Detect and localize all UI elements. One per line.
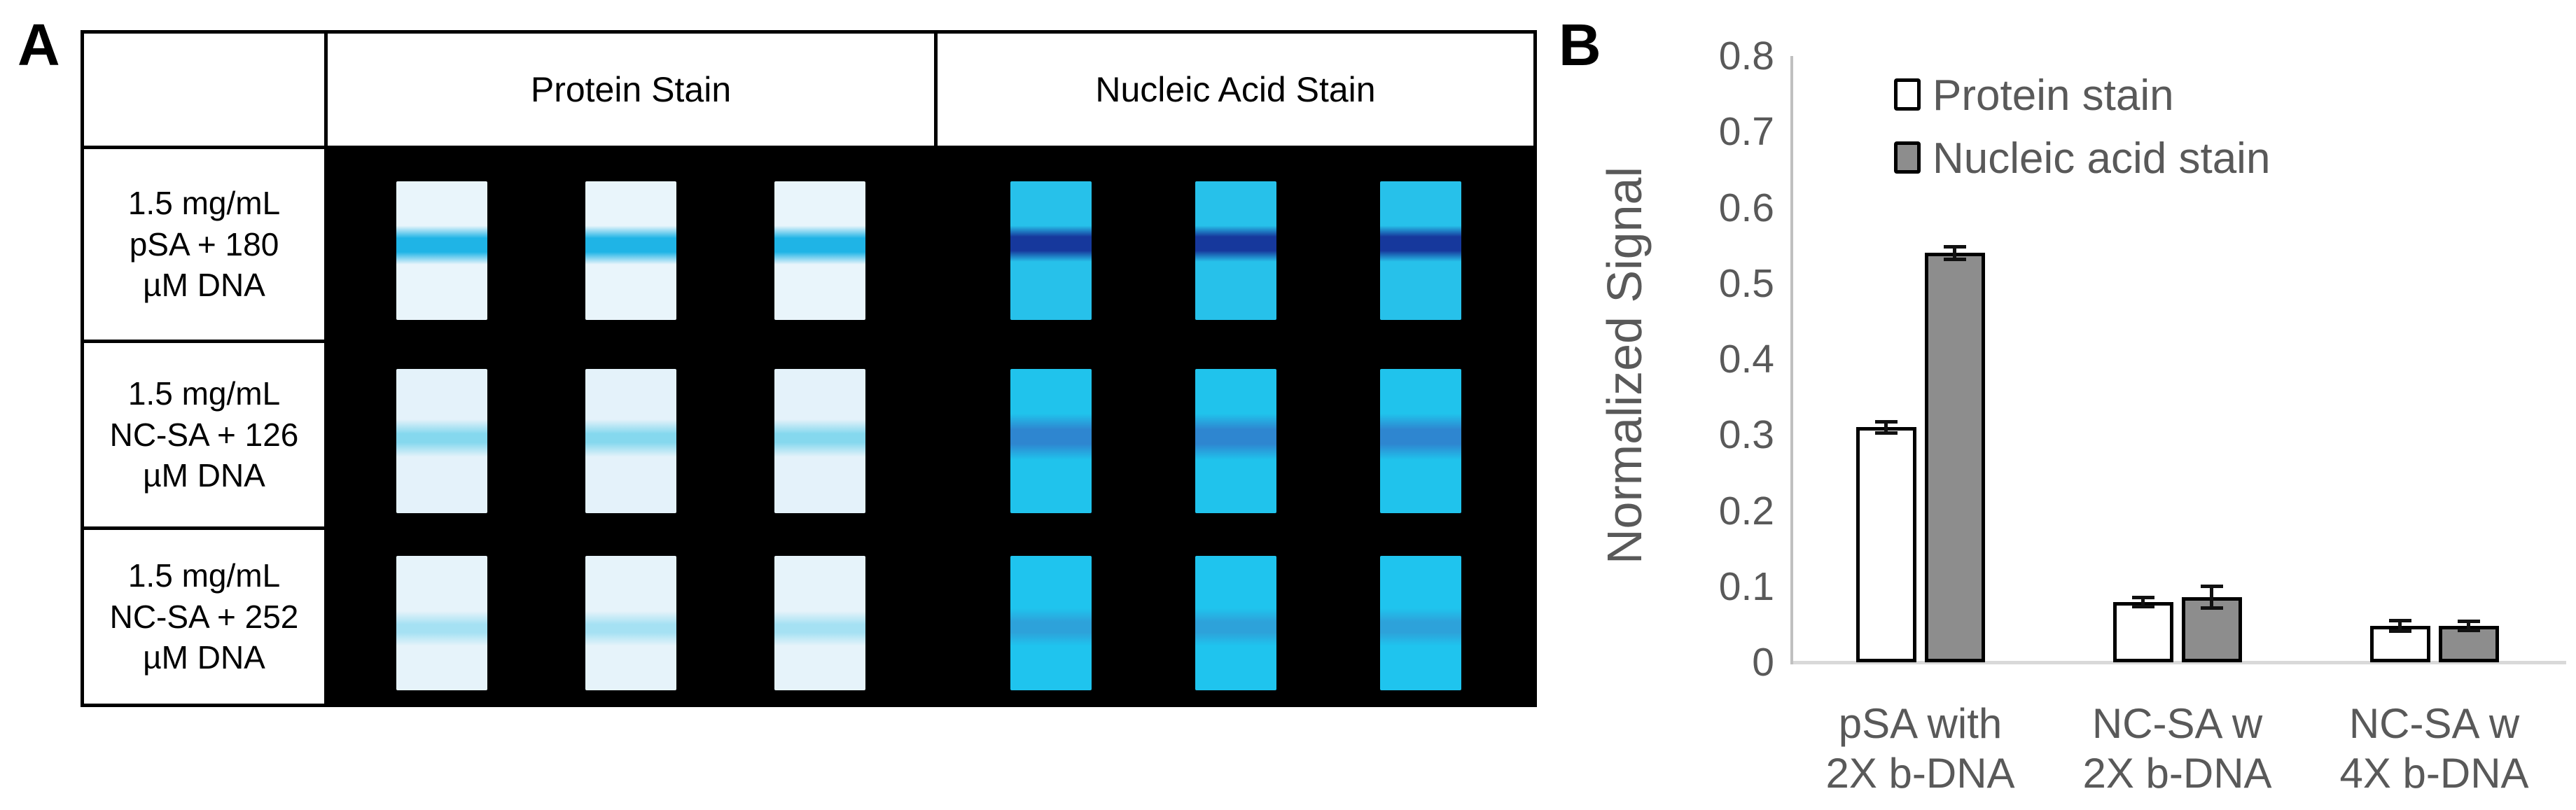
error-bar [1953, 246, 1956, 260]
error-bar-cap [1874, 431, 1898, 435]
error-bar-cap [2131, 596, 2154, 600]
error-bar [2467, 621, 2470, 631]
strips-cell-row3-nucleic [938, 530, 1533, 704]
error-bar [2141, 597, 2145, 607]
legend-swatch-nucleic-acid-stain [1894, 141, 1921, 174]
error-bar-cap [1943, 257, 1966, 261]
test-strip [585, 369, 676, 513]
test-strip [1010, 556, 1092, 690]
error-bar [1884, 421, 1888, 433]
row-label-psa-180: 1.5 mg/mL pSA + 180 µM DNA [84, 149, 324, 340]
bar-nucleic-acid-stain [1924, 253, 1985, 662]
error-bar-cap [1943, 245, 1966, 249]
row-label-line: NC-SA + 252 [109, 598, 299, 635]
x-axis-line [1790, 661, 2566, 664]
row-label-line: µM DNA [143, 639, 265, 676]
y-tick-label: 0.2 [1718, 488, 1774, 533]
panel-a-label: A [18, 12, 60, 78]
stain-table: Protein Stain Nucleic Acid Stain 1.5 mg/… [81, 30, 1537, 707]
y-tick-label: 0.5 [1718, 260, 1774, 306]
test-strip [1379, 369, 1461, 513]
legend-swatch-protein-stain [1894, 78, 1921, 111]
bar-protein-stain [2112, 602, 2173, 662]
table-corner-cell [84, 34, 324, 146]
row-label-line: 1.5 mg/mL [127, 557, 281, 594]
strips-cell-row2-protein [328, 343, 934, 526]
error-bar-cap [2200, 606, 2223, 610]
error-bar-cap [2457, 620, 2480, 624]
row-label-line: µM DNA [143, 457, 265, 494]
test-strip [1010, 181, 1092, 320]
y-tick-label: 0.8 [1718, 34, 1774, 78]
y-axis-title: Normalized Signal [1597, 166, 1652, 565]
error-bar-cap [2388, 618, 2411, 622]
row-label-ncsa-126: 1.5 mg/mL NC-SA + 126 µM DNA [84, 343, 324, 526]
test-strip [585, 556, 676, 690]
error-bar-cap [2200, 585, 2223, 589]
test-strip [585, 181, 676, 320]
test-strip [396, 369, 487, 513]
header-nucleic-acid-stain: Nucleic Acid Stain [938, 34, 1533, 146]
bar-protein-stain [1856, 427, 1916, 662]
header-protein-stain: Protein Stain [328, 34, 934, 146]
test-strip [1379, 181, 1461, 320]
y-tick-label: 0.3 [1718, 412, 1774, 458]
test-strip [1195, 181, 1276, 320]
test-strip [1195, 556, 1276, 690]
error-bar-cap [2457, 629, 2480, 633]
y-tick-label: 0 [1752, 640, 1774, 685]
error-bar-cap [1874, 420, 1898, 424]
test-strip [774, 556, 865, 690]
row-label-line: NC-SA + 126 [109, 416, 299, 453]
row-label-line: 1.5 mg/mL [127, 375, 281, 412]
y-tick-label: 0.4 [1718, 337, 1774, 382]
row-label-line: 1.5 mg/mL [127, 184, 281, 221]
strips-cell-row2-nucleic [938, 343, 1533, 526]
row-label-ncsa-252: 1.5 mg/mL NC-SA + 252 µM DNA [84, 530, 324, 704]
test-strip [1010, 369, 1092, 513]
y-axis-line [1790, 56, 1793, 664]
test-strip [396, 181, 487, 320]
strips-cell-row1-nucleic [938, 149, 1533, 340]
error-bar [2398, 620, 2402, 631]
error-bar-cap [2388, 629, 2411, 634]
y-tick-label: 0.1 [1718, 564, 1774, 609]
y-tick-label: 0.7 [1718, 109, 1774, 155]
panel-b-label: B [1559, 12, 1601, 78]
test-strip [1379, 556, 1461, 690]
test-strip [1195, 369, 1276, 513]
test-strip [774, 369, 865, 513]
legend-label-protein-stain: Protein stain [1933, 71, 2174, 120]
row-label-line: µM DNA [143, 267, 265, 304]
strips-cell-row3-protein [328, 530, 934, 704]
error-bar [2210, 586, 2213, 608]
test-strip [396, 556, 487, 690]
row-label-line: pSA + 180 [129, 225, 279, 263]
y-tick-label: 0.6 [1718, 185, 1774, 230]
legend-label-nucleic-acid-stain: Nucleic acid stain [1933, 134, 2271, 183]
test-strip [774, 181, 865, 320]
strips-cell-row1-protein [328, 149, 934, 340]
error-bar-cap [2131, 605, 2154, 609]
